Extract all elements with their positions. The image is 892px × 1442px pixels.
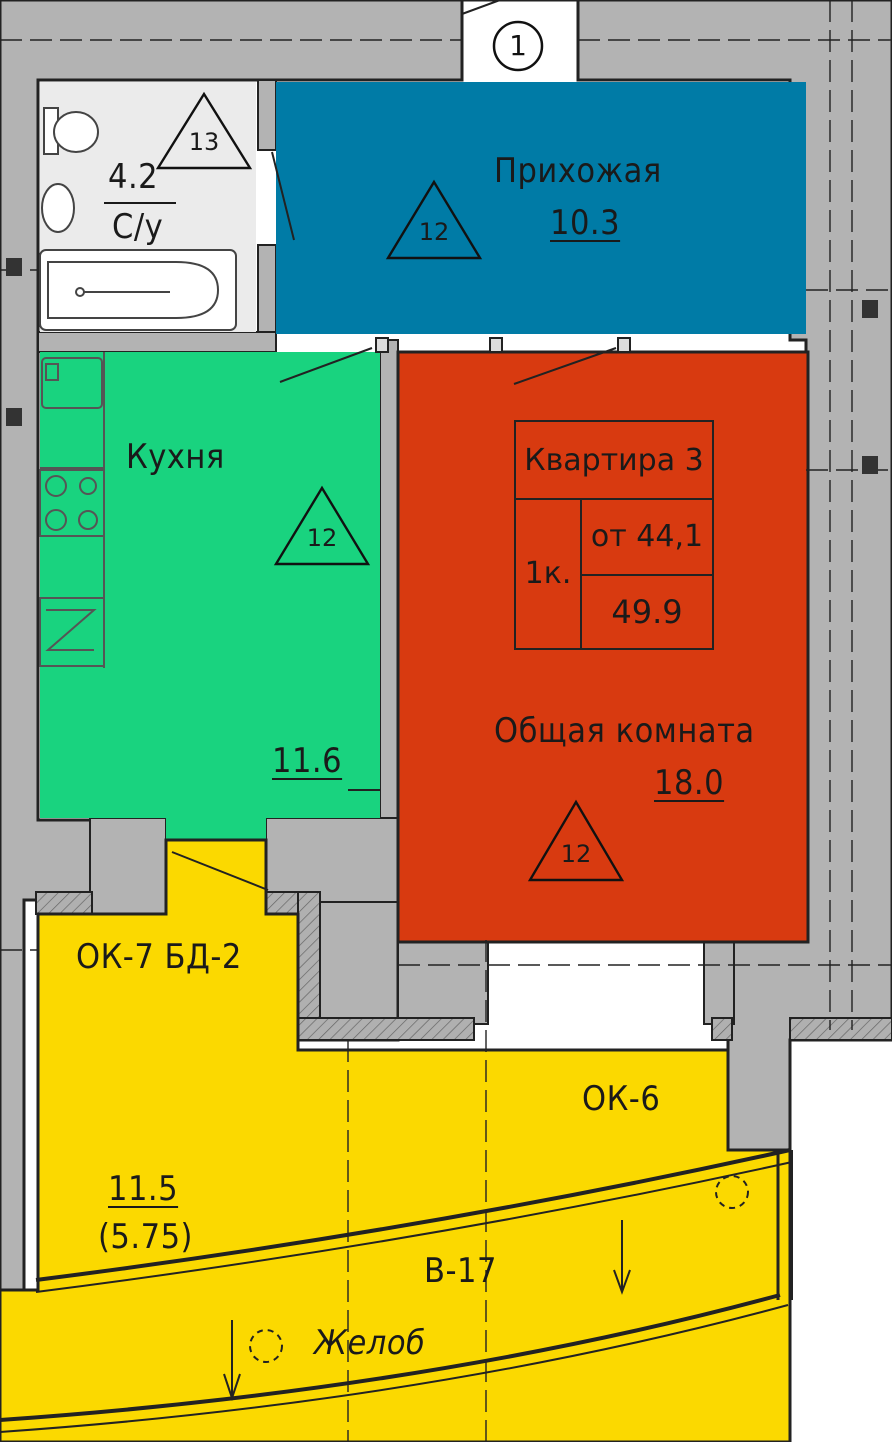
kitchen-mark: 12 bbox=[306, 524, 338, 552]
kitchen-area: 11.6 bbox=[272, 741, 343, 781]
hallway-name: Прихожая bbox=[494, 151, 662, 191]
drain-arrows bbox=[223, 1220, 631, 1402]
rooms-count: 1к. bbox=[516, 498, 582, 648]
axis-marker bbox=[461, 0, 544, 72]
axis-marker-label: 1 bbox=[509, 29, 527, 62]
kitchen-fixtures bbox=[39, 352, 105, 668]
room-marks bbox=[155, 91, 625, 882]
living-name: Общая комната bbox=[494, 711, 755, 751]
wall-markers bbox=[6, 258, 878, 474]
window-label: ОК-6 bbox=[582, 1079, 661, 1119]
balcony-area-reduced: (5.75) bbox=[98, 1217, 193, 1257]
living-mark: 12 bbox=[560, 840, 592, 868]
kitchen-mark-icon bbox=[273, 485, 371, 566]
toilet-icon bbox=[53, 111, 99, 153]
bathroom-fixtures bbox=[39, 107, 237, 331]
bathroom-mark-icon bbox=[155, 91, 253, 170]
hallway-mark-icon bbox=[385, 179, 483, 260]
balcony-area: 11.5 bbox=[108, 1169, 179, 1209]
section-label: В-17 bbox=[424, 1251, 497, 1291]
bathroom-mark: 13 bbox=[188, 128, 220, 156]
gutter-label: Желоб bbox=[314, 1323, 426, 1363]
kitchen-fill bbox=[40, 352, 380, 818]
sink-icon bbox=[41, 183, 75, 233]
bathroom-area: 4.2 bbox=[108, 157, 159, 197]
doors bbox=[171, 151, 631, 891]
balcony-door-label: ОК-7 БД-2 bbox=[76, 937, 242, 977]
kitchen-corridor-fill bbox=[166, 818, 266, 840]
bathroom-name: С/у bbox=[112, 207, 164, 247]
kitchen-sink-icon bbox=[41, 357, 103, 409]
apartment-stamp: Квартира 3 1к. от 44,1 49.9 bbox=[514, 420, 714, 650]
hallway-mark: 12 bbox=[418, 218, 450, 246]
living-mark-icon bbox=[527, 799, 625, 882]
living-fill bbox=[396, 350, 810, 944]
bathroom-divider bbox=[104, 202, 176, 204]
hallway-area: 10.3 bbox=[550, 203, 621, 243]
area-total: 49.9 bbox=[611, 593, 683, 631]
balcony-glazing bbox=[0, 1148, 793, 1433]
living-area: 18.0 bbox=[654, 763, 725, 803]
rooms bbox=[0, 82, 810, 1442]
hallway-fill bbox=[276, 82, 806, 334]
area-from: от 44,1 bbox=[582, 498, 712, 576]
apartment-title: Квартира 3 bbox=[516, 422, 712, 500]
kitchen-name: Кухня bbox=[126, 437, 225, 477]
drains bbox=[249, 1175, 749, 1363]
